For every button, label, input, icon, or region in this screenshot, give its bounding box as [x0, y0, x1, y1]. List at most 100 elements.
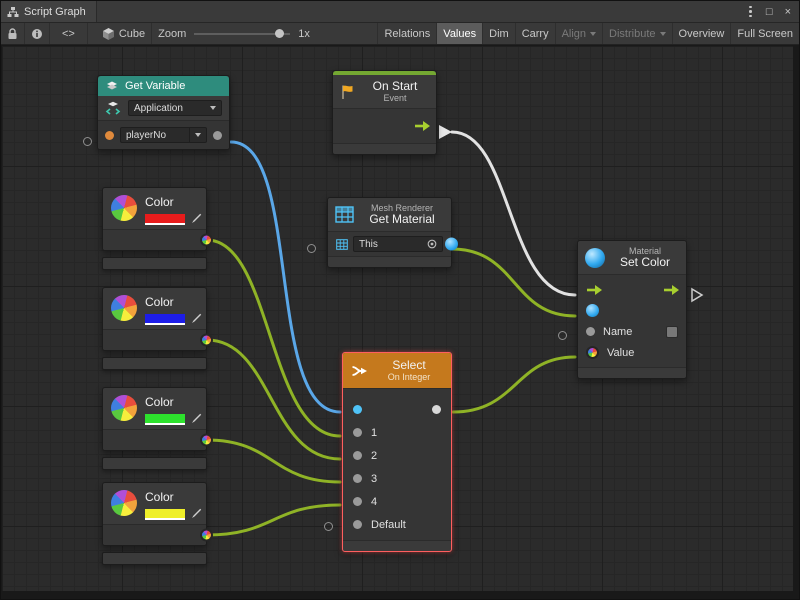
eyedropper-icon[interactable] [190, 213, 202, 225]
node-color-green[interactable]: Color [102, 387, 213, 451]
eyedropper-icon[interactable] [190, 413, 202, 425]
lock-button[interactable] [1, 23, 25, 44]
graph-target[interactable]: Cube [88, 23, 153, 44]
branch-label: Default [371, 518, 406, 531]
node-get-material[interactable]: Mesh Renderer Get Material This [327, 197, 458, 268]
node-title: Select [392, 358, 426, 372]
fullscreen-button[interactable]: Full Screen [737, 27, 793, 40]
event-color-strip [333, 71, 436, 75]
graph-canvas[interactable]: Get Variable Application playerNo [2, 46, 793, 591]
code-view-button[interactable]: <> [50, 23, 88, 44]
branch-input-port[interactable] [353, 428, 362, 437]
wire-color-yellow-to-select-4[interactable] [205, 503, 342, 537]
wire-select-to-setcolor-value[interactable] [451, 355, 577, 414]
variable-name-dropdown[interactable]: playerNo [120, 127, 207, 143]
material-input-port[interactable] [586, 304, 599, 317]
node-color-blue[interactable]: Color [102, 287, 213, 351]
node-set-color[interactable]: Material Set Color N [577, 240, 687, 379]
branch-input-port[interactable] [353, 451, 362, 460]
info-icon [31, 28, 43, 40]
material-output-port[interactable] [445, 237, 458, 251]
select-branch-icon [351, 363, 368, 379]
eyedropper-icon[interactable] [190, 313, 202, 325]
variable-scope-icon [105, 101, 123, 116]
selector-input-port[interactable] [353, 405, 362, 414]
name-value-field[interactable] [666, 325, 678, 338]
branch-row-default: Default [343, 513, 451, 536]
input-label: Name [603, 325, 633, 338]
unconnected-port-indicator [324, 522, 333, 531]
control-row [578, 279, 686, 300]
align-button[interactable]: Align [556, 23, 604, 44]
titlebar: Script Graph □ × [1, 1, 799, 23]
color-input-port[interactable] [586, 346, 599, 359]
values-button[interactable]: Values [437, 23, 484, 44]
zoom-slider[interactable] [194, 28, 291, 38]
material-sphere-icon [585, 247, 605, 268]
variable-name-input-port[interactable] [105, 130, 114, 140]
branch-input-port[interactable] [353, 474, 362, 483]
control-output-port[interactable] [414, 120, 431, 132]
maximize-icon[interactable]: □ [765, 5, 773, 18]
node-header: Material Set Color [578, 241, 686, 275]
close-icon[interactable]: × [784, 5, 791, 18]
overview-button[interactable]: Overview [673, 23, 732, 44]
wire-color-red-to-select-1[interactable] [205, 238, 342, 438]
branch-input-port[interactable] [353, 497, 362, 506]
node-title: Get Variable [125, 80, 186, 92]
color-swatch[interactable] [145, 413, 185, 425]
variable-kind-dropdown[interactable]: Application [128, 100, 222, 116]
wire-playerno-to-select[interactable] [229, 140, 342, 414]
node-category: Material [628, 246, 661, 256]
carry-button[interactable]: Carry [516, 23, 556, 44]
variable-value-output-port[interactable] [213, 130, 222, 140]
target-field[interactable]: This [353, 236, 443, 252]
node-select[interactable]: Select On Integer 1 2 [342, 352, 452, 552]
info-button[interactable] [25, 23, 50, 44]
selection-output-port[interactable] [432, 405, 441, 414]
color-wheel-icon [111, 295, 137, 321]
wire-color-green-to-select-3[interactable] [205, 438, 342, 484]
wire-onstart-to-setcolor[interactable] [450, 130, 577, 297]
node-title: Color [145, 395, 174, 409]
node-get-variable[interactable]: Get Variable Application playerNo [97, 75, 230, 150]
color-swatch[interactable] [145, 213, 185, 225]
node-color-yellow[interactable]: Color [102, 482, 213, 546]
window-menu-icon[interactable] [747, 4, 754, 20]
color-output-port[interactable] [200, 333, 213, 347]
node-title: Color [145, 490, 174, 504]
eyedropper-icon[interactable] [190, 508, 202, 520]
branch-label: 3 [371, 472, 378, 485]
target-picker-icon[interactable] [427, 239, 437, 249]
control-output-port[interactable] [663, 284, 680, 296]
default-input-port[interactable] [353, 520, 362, 529]
node-title: On Start [372, 79, 418, 93]
control-input-port[interactable] [586, 284, 603, 296]
color-output-port[interactable] [200, 528, 213, 542]
wire-color-blue-to-select-2[interactable] [205, 338, 342, 461]
node-color-red[interactable]: Color [102, 187, 213, 251]
unconnected-port-indicator [307, 244, 316, 253]
node-header: Get Variable [98, 76, 229, 96]
graph-target-label: Cube [118, 27, 146, 40]
selector-row [343, 398, 451, 421]
node-title: Set Color [619, 255, 671, 269]
lock-icon [7, 27, 18, 40]
distribute-button[interactable]: Distribute [603, 23, 673, 44]
node-title: Color [145, 195, 174, 209]
name-input-port[interactable] [586, 327, 595, 336]
branch-row: 2 [343, 444, 451, 467]
relations-button[interactable]: Relations [378, 23, 438, 44]
dim-button[interactable]: Dim [483, 23, 516, 44]
zoom-slider-handle[interactable] [275, 28, 285, 38]
color-output-port[interactable] [200, 233, 213, 247]
unconnected-port-indicator [558, 331, 567, 340]
color-swatch[interactable] [145, 313, 185, 325]
wire-getmaterial-to-setcolor[interactable] [450, 247, 577, 318]
color-output-port[interactable] [200, 433, 213, 447]
color-swatch[interactable] [145, 508, 185, 520]
node-on-start[interactable]: On Start Event [332, 70, 437, 155]
node-footer-bar [102, 257, 207, 270]
window-tab[interactable]: Script Graph [1, 1, 97, 22]
zoom-value: 1x [298, 27, 310, 40]
